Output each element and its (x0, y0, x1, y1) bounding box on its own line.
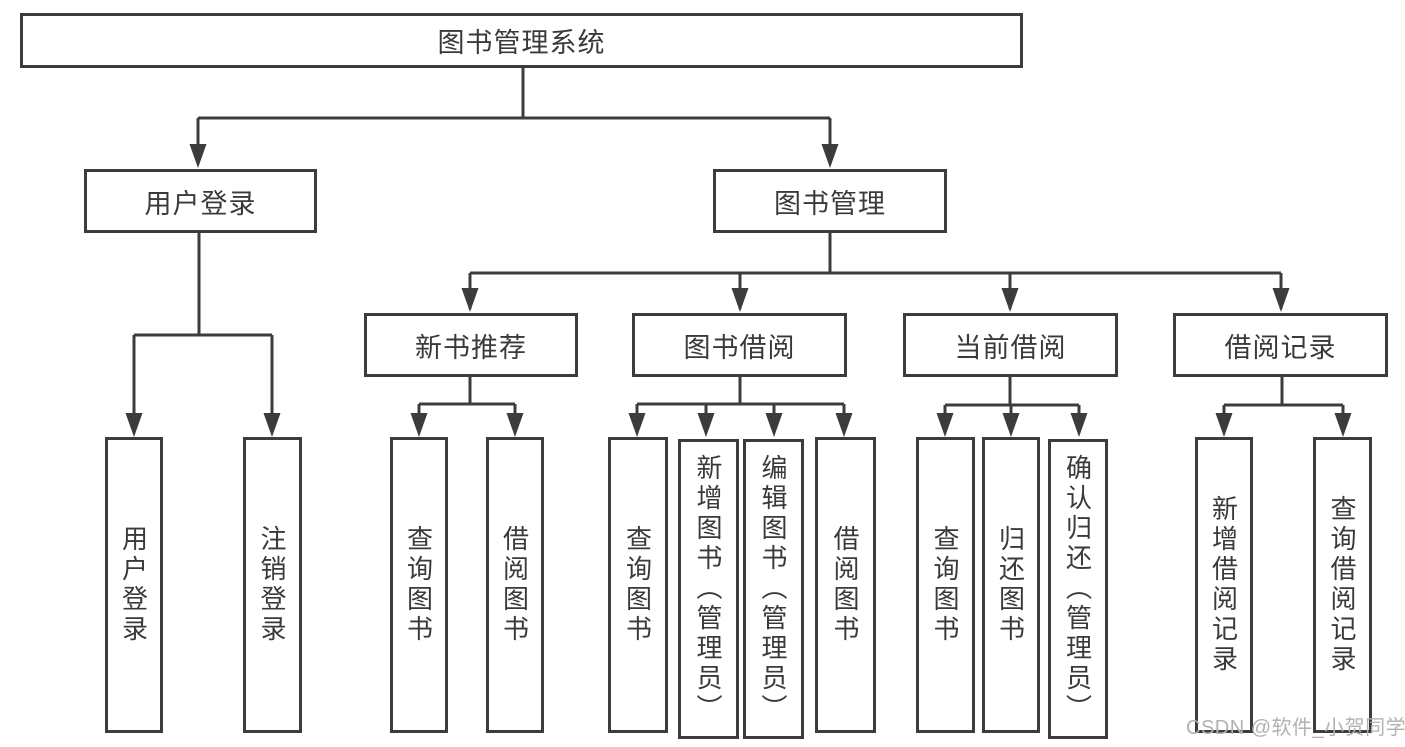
node-user-login-branch: 用户登录 (84, 169, 317, 233)
arrowheads (125, 144, 1352, 437)
leaf-query-borrow-record-label: 查询借阅记录 (1327, 495, 1357, 675)
leaf-return-books: 归还图书 (982, 437, 1040, 733)
node-borrowing-records: 借阅记录 (1173, 313, 1388, 377)
leaf-borrowing-borrow-books-label: 借阅图书 (830, 525, 860, 645)
node-book-management-branch: 图书管理 (713, 169, 947, 233)
leaf-current-query-books-label: 查询图书 (930, 525, 960, 645)
leaf-confirm-return-admin-label: 确认归还（管理员） (1062, 454, 1093, 724)
leaf-return-books-label: 归还图书 (995, 525, 1026, 645)
leaf-user-login: 用户登录 (105, 437, 163, 733)
leaf-borrowing-query-books-label: 查询图书 (622, 525, 653, 645)
node-book-management-branch-label: 图书管理 (774, 188, 886, 219)
leaf-logout: 注销登录 (243, 437, 302, 733)
leaf-borrowing-borrow-books: 借阅图书 (815, 437, 876, 733)
leaf-newbook-borrow-books-label: 借阅图书 (499, 525, 530, 645)
leaf-borrowing-query-books: 查询图书 (608, 437, 668, 733)
node-library-system-label: 图书管理系统 (437, 28, 606, 58)
leaf-add-books-admin: 新增图书（管理员） (678, 439, 739, 739)
leaf-edit-books-admin-label: 编辑图书（管理员） (758, 454, 788, 724)
leaf-add-borrow-record-label: 新增借阅记录 (1208, 495, 1239, 675)
node-user-login-branch-label: 用户登录 (144, 188, 257, 219)
leaf-newbook-query-books-label: 查询图书 (403, 525, 434, 645)
node-new-book-recommend-label: 新书推荐 (415, 332, 527, 363)
node-current-borrowing: 当前借阅 (903, 313, 1118, 377)
node-book-borrowing-label: 图书借阅 (683, 332, 796, 363)
leaf-newbook-borrow-books: 借阅图书 (486, 437, 544, 733)
leaf-confirm-return-admin: 确认归还（管理员） (1048, 439, 1108, 739)
csdn-watermark: CSDN @软件_小贺同学 (1186, 717, 1405, 739)
node-book-borrowing: 图书借阅 (632, 313, 847, 377)
node-new-book-recommend: 新书推荐 (364, 313, 578, 377)
node-borrowing-records-label: 借阅记录 (1224, 332, 1337, 363)
node-current-borrowing-label: 当前借阅 (954, 332, 1067, 363)
leaf-newbook-query-books: 查询图书 (390, 437, 448, 733)
leaf-logout-label: 注销登录 (257, 525, 287, 645)
node-library-system: 图书管理系统 (20, 13, 1023, 68)
leaf-add-books-admin-label: 新增图书（管理员） (693, 454, 723, 724)
leaf-current-query-books: 查询图书 (916, 437, 975, 733)
leaf-user-login-label: 用户登录 (118, 525, 149, 645)
leaf-add-borrow-record: 新增借阅记录 (1195, 437, 1253, 733)
leaf-query-borrow-record: 查询借阅记录 (1313, 437, 1372, 733)
leaf-edit-books-admin: 编辑图书（管理员） (743, 439, 804, 739)
